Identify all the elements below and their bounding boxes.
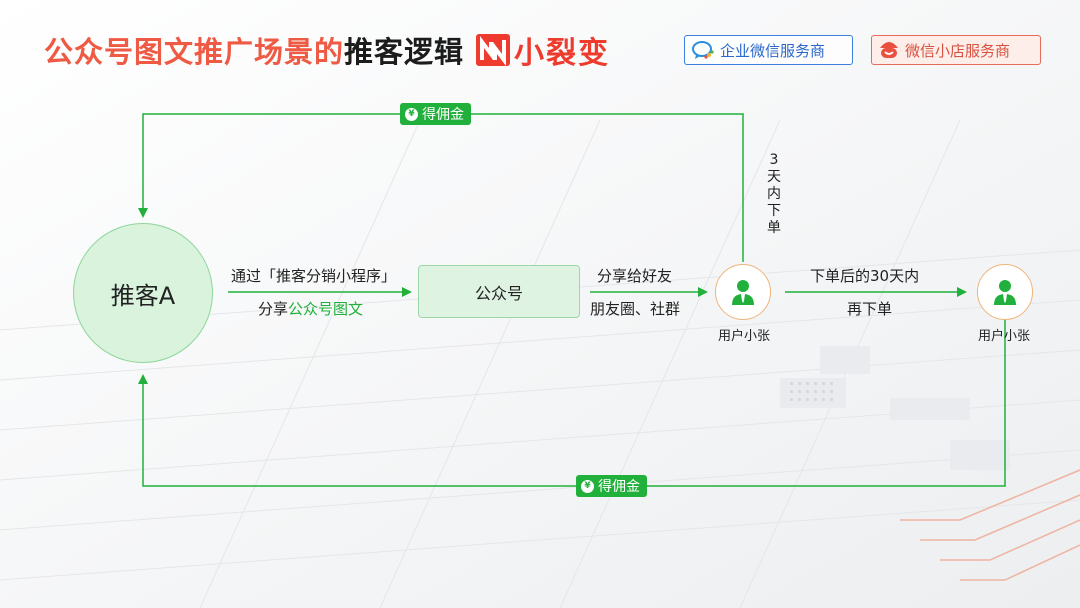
vertical-char: 下 [767,203,781,219]
commission-pill-bottom: ¥ 得佣金 [576,475,647,497]
step2-label-bottom: 朋友圈、社群 [590,300,681,318]
arrowhead-down [138,208,148,218]
top-commission-line [142,113,744,262]
yen-icon: ¥ [405,107,418,121]
step1-label-bottom: 分享公众号图文 [258,298,363,319]
yen-icon: ¥ [581,479,594,493]
step1-highlight-text: 公众号图文 [288,300,364,318]
three-day-order-label: 3 天 内 下 单 [765,152,783,237]
shop-partner-badge: 微信小店服务商 [871,35,1041,65]
user-icon [732,280,754,305]
step3-label-bottom: 再下单 [847,300,893,318]
vertical-char: 内 [767,186,781,202]
shop-badge-label: 微信小店服务商 [905,41,1011,60]
brand-logo: 小裂变 [476,28,610,72]
wecom-partner-badge: 企业微信服务商 [684,35,853,65]
header: 公众号图文推广场景的 推客逻辑 小裂变 [44,28,610,72]
promoter-label: 推客A [110,281,176,310]
title-main: 推客逻辑 [344,35,465,69]
title-highlight: 公众号图文推广场景的 [44,35,345,69]
arrowhead-right-2 [698,287,708,297]
vertical-char: 单 [767,220,781,236]
wecom-badge-label: 企业微信服务商 [720,41,826,60]
vertical-char: 3 [769,152,779,168]
user1-node [715,264,771,320]
vertical-char: 天 [767,169,781,185]
brand-name: 小裂变 [514,36,611,71]
shop-icon [878,40,900,60]
user2-node [977,264,1033,320]
brand-mark-icon [476,34,511,66]
user-icon [994,280,1016,305]
commission-label-top: 得佣金 [422,107,464,123]
promoter-node: 推客A [73,223,213,363]
official-account-node: 公众号 [418,265,580,318]
commission-label-bottom: 得佣金 [598,479,640,495]
step1-label-top: 通过「推客分销小程序」 [231,267,397,285]
wecom-icon [691,40,715,60]
arrowhead-right-1 [402,287,412,297]
bottom-commission-line [142,318,1006,487]
user1-label: 用户小张 [718,329,771,344]
step3-label-top: 下单后的30天内 [810,267,920,285]
step2-label-top: 分享给好友 [597,267,673,285]
user2-label: 用户小张 [978,329,1031,344]
arrowhead-right-3 [957,287,967,297]
commission-pill-top: ¥ 得佣金 [400,103,471,125]
official-account-label: 公众号 [474,283,523,303]
step1-share-text: 分享 [258,300,289,318]
arrowhead-up [138,374,148,384]
